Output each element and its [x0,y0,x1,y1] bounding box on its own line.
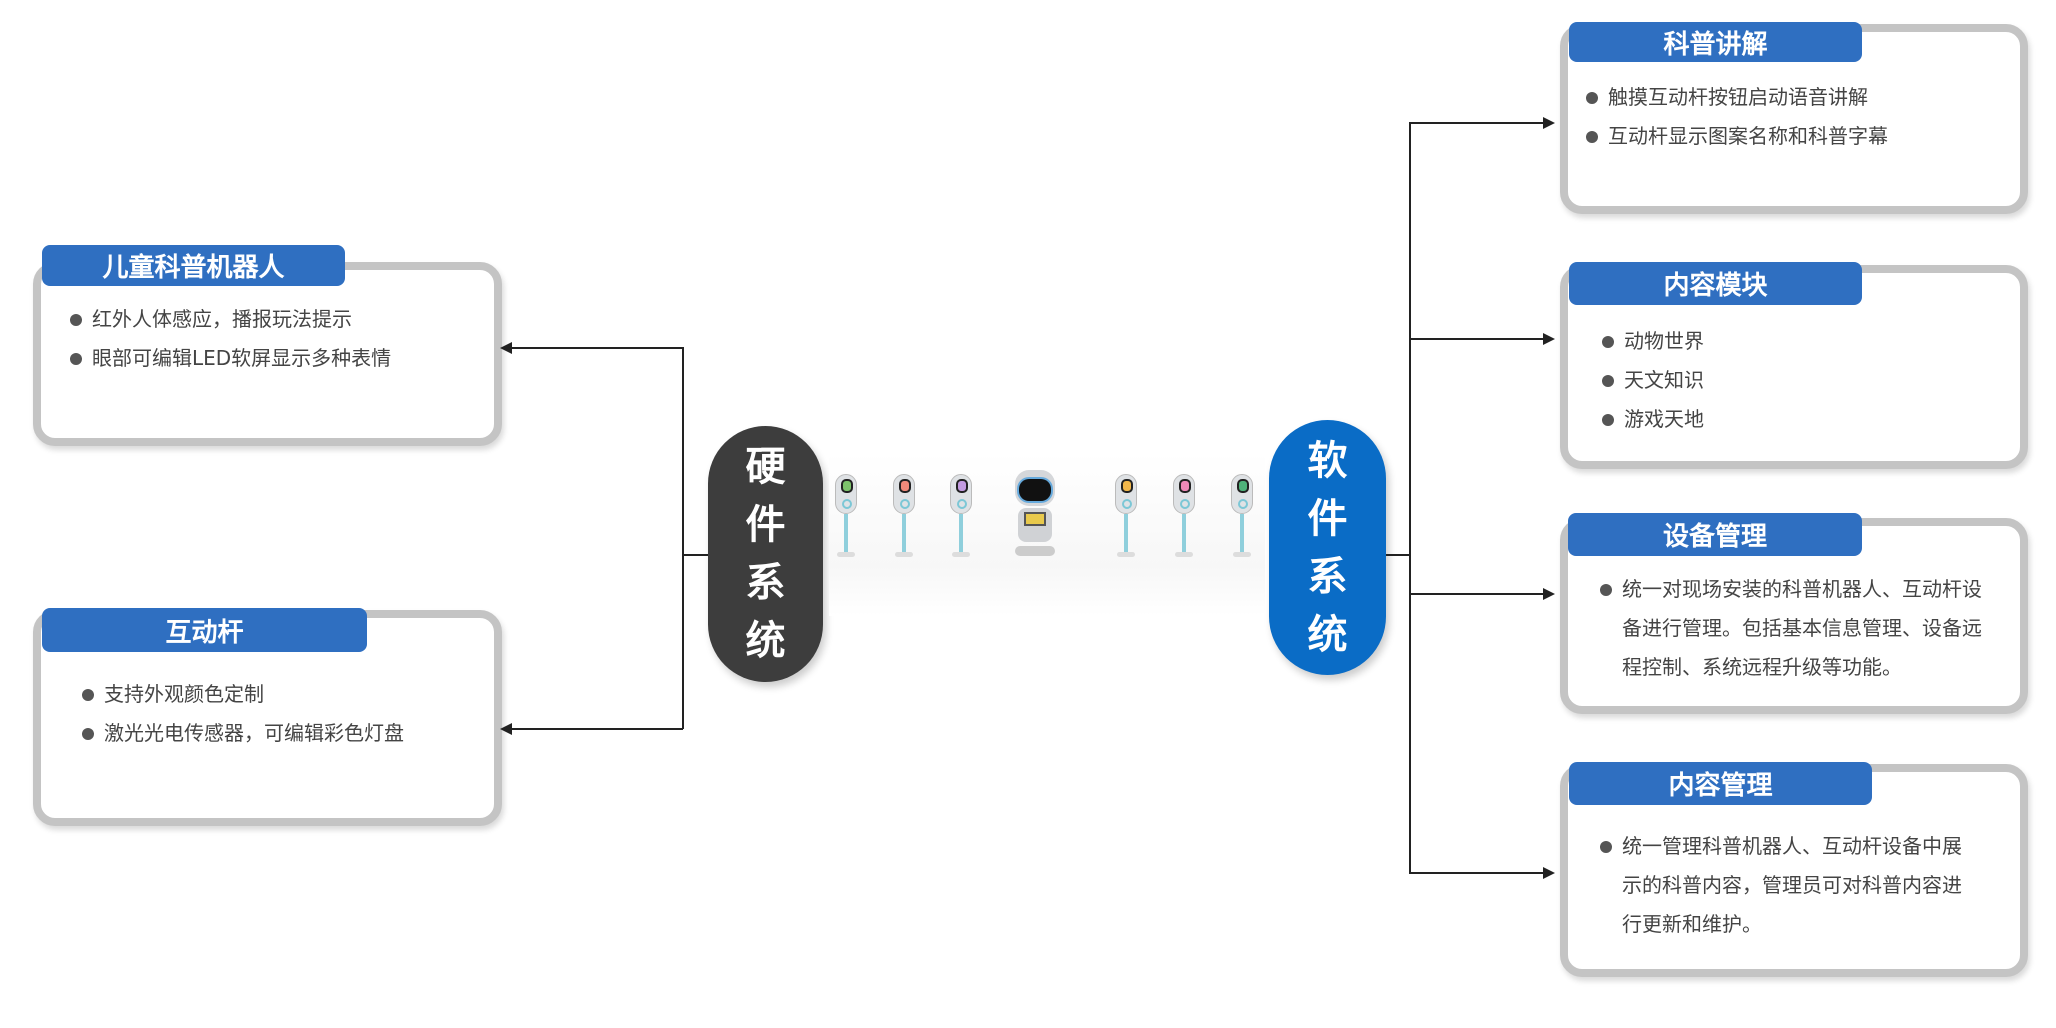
pole-image [893,474,915,557]
list-item: 红外人体感应，播报玩法提示 [70,300,391,339]
card-items: 统一管理科普机器人、互动杆设备中展示的科普内容，管理员可对科普内容进行更新和维护… [1600,827,1980,944]
pole-image [950,474,972,557]
card-title-interactive-pole: 互动杆 [42,608,367,652]
hardware-system-pill: 硬 件 系 统 [708,426,823,682]
list-item: 动物世界 [1602,322,1704,361]
arrow-icon [500,723,512,735]
pill-char: 件 [1307,495,1348,542]
robot-image [1012,470,1058,562]
arrow-icon [1543,117,1555,129]
card-title-content-management: 内容管理 [1569,762,1872,805]
connector [1386,554,1410,556]
card-items: 触摸互动杆按钮启动语音讲解 互动杆显示图案名称和科普字幕 [1586,78,1888,156]
list-item: 互动杆显示图案名称和科普字幕 [1586,117,1888,156]
list-item: 游戏天地 [1602,400,1704,439]
connector [1409,122,1411,873]
software-system-pill: 软 件 系 统 [1269,420,1386,675]
list-item: 天文知识 [1602,361,1704,400]
pole-image [835,474,857,557]
pill-char: 硬 [745,444,786,490]
card-title-content-modules: 内容模块 [1569,262,1862,305]
arrow-icon [500,342,512,354]
arrow-icon [1543,588,1555,600]
pill-char: 统 [745,618,786,664]
card-items: 统一对现场安装的科普机器人、互动杆设备进行管理。包括基本信息管理、设备远程控制、… [1600,570,2000,687]
card-items: 支持外观颜色定制 激光光电传感器，可编辑彩色灯盘 [82,675,404,753]
card-title-science-explanation: 科普讲解 [1569,22,1862,62]
connector [682,554,712,556]
list-item: 激光光电传感器，可编辑彩色灯盘 [82,714,404,753]
product-image [829,452,1265,616]
pill-char: 系 [745,560,786,606]
card-title-kids-robot: 儿童科普机器人 [42,245,345,286]
card-items: 红外人体感应，播报玩法提示 眼部可编辑LED软屏显示多种表情 [70,300,391,378]
pill-char: 系 [1307,553,1348,600]
pole-image [1115,474,1137,557]
connector [1409,872,1547,874]
arrow-icon [1543,867,1555,879]
pole-image [1173,474,1195,557]
connector [1409,338,1547,340]
pill-char: 件 [745,502,786,548]
card-title-device-management: 设备管理 [1568,513,1862,556]
pill-char: 软 [1307,437,1348,484]
connector [1409,593,1547,595]
arrow-icon [1543,333,1555,345]
list-item: 统一对现场安装的科普机器人、互动杆设备进行管理。包括基本信息管理、设备远程控制、… [1600,570,2000,687]
pole-image [1231,474,1253,557]
pill-char: 统 [1307,611,1348,658]
card-items: 动物世界 天文知识 游戏天地 [1602,322,1704,439]
list-item: 统一管理科普机器人、互动杆设备中展示的科普内容，管理员可对科普内容进行更新和维护… [1600,827,1980,944]
connector [682,347,684,729]
connector [1409,122,1547,124]
list-item: 支持外观颜色定制 [82,675,404,714]
list-item: 触摸互动杆按钮启动语音讲解 [1586,78,1888,117]
connector [506,347,683,349]
list-item: 眼部可编辑LED软屏显示多种表情 [70,339,391,378]
connector [506,728,683,730]
